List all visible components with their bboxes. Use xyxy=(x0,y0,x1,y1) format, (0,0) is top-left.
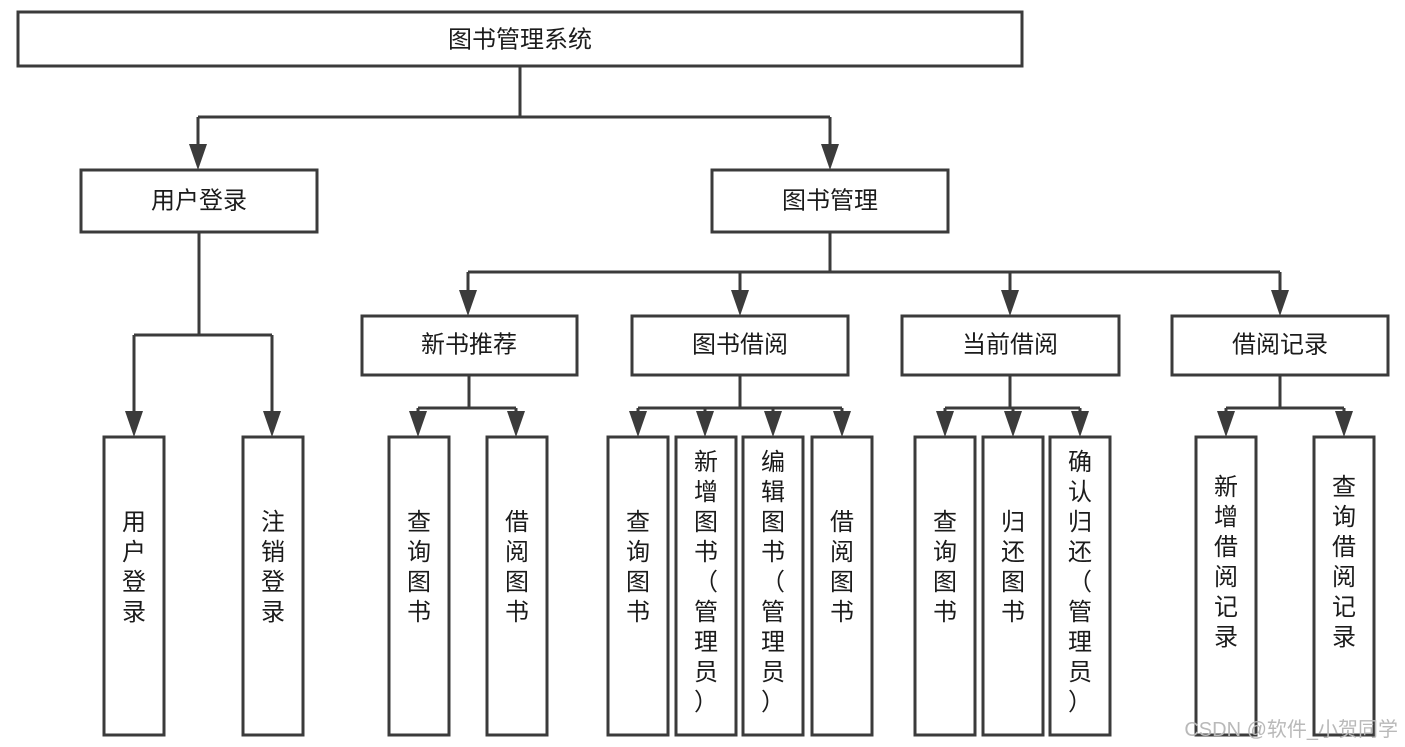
node-user-login[interactable]: 用户登录 xyxy=(79,168,319,234)
leaf-user-logout-label: 注销登录 xyxy=(261,509,285,626)
arrow-head-leaf-borrow-book-2 xyxy=(833,411,851,437)
arrow-head-current-borrow xyxy=(1001,290,1019,316)
leaf-borrow-book-2-label: 借阅图书 xyxy=(830,509,854,626)
leaf-add-record[interactable]: 新增借阅记录 xyxy=(1194,435,1258,737)
node-book-manage-label: 图书管理 xyxy=(782,187,878,214)
leaf-query-book-2-box[interactable] xyxy=(606,435,670,737)
leaf-add-record-box[interactable] xyxy=(1194,435,1258,737)
node-root[interactable]: 图书管理系统 xyxy=(16,10,1024,68)
watermark-label: CSDN @软件_小贺同学 xyxy=(1184,718,1398,741)
node-current-borrow[interactable]: 当前借阅 xyxy=(900,314,1121,377)
node-borrow-record[interactable]: 借阅记录 xyxy=(1170,314,1390,377)
arrow-head-leaf-user-logout xyxy=(263,411,281,437)
leaf-query-book-2[interactable]: 查询图书 xyxy=(606,435,670,737)
leaf-query-record-label: 查询借阅记录 xyxy=(1332,474,1356,651)
connector-layer xyxy=(125,66,1353,437)
leaf-borrow-book-2[interactable]: 借阅图书 xyxy=(810,435,874,737)
connector-book-borrow-trunk xyxy=(636,375,844,425)
leaf-borrow-book-1-label: 借阅图书 xyxy=(505,509,529,626)
arrow-head-leaf-edit-book xyxy=(764,411,782,437)
arrow-head-leaf-borrow-book-1 xyxy=(507,411,525,437)
arrow-head-book-manage xyxy=(821,144,839,170)
leaf-confirm-return-box[interactable] xyxy=(1048,435,1112,737)
arrow-head-user-login xyxy=(189,144,207,170)
node-borrow-record-box[interactable] xyxy=(1170,314,1390,377)
leaf-return-book-box[interactable] xyxy=(981,435,1045,737)
connector-book-manage-trunk xyxy=(466,232,1282,304)
connector-borrow-record-trunk xyxy=(1224,375,1346,425)
leaf-query-record-box[interactable] xyxy=(1312,435,1376,737)
leaf-query-book-1-label: 查询图书 xyxy=(407,509,431,626)
node-user-login-box[interactable] xyxy=(79,168,319,234)
leaf-user-logout-box[interactable] xyxy=(241,435,305,737)
leaf-return-book[interactable]: 归还图书 xyxy=(981,435,1045,737)
node-book-borrow-label: 图书借阅 xyxy=(692,331,788,358)
leaf-query-book-3-label: 查询图书 xyxy=(933,509,957,626)
node-root-label: 图书管理系统 xyxy=(448,26,592,53)
leaf-query-book-2-label: 查询图书 xyxy=(626,509,650,626)
node-new-book-rec[interactable]: 新书推荐 xyxy=(360,314,579,377)
leaf-add-book[interactable]: 新增图书（管理员） xyxy=(674,435,738,737)
arrow-head-leaf-query-book-3 xyxy=(936,411,954,437)
leaf-query-book-3-box[interactable] xyxy=(913,435,977,737)
node-root-box[interactable] xyxy=(16,10,1024,68)
leaf-edit-book-box[interactable] xyxy=(741,435,805,737)
arrow-head-new-book-rec xyxy=(459,290,477,316)
leaf-add-record-label: 新增借阅记录 xyxy=(1214,474,1238,651)
arrow-head-leaf-query-record xyxy=(1335,411,1353,437)
node-user-login-label: 用户登录 xyxy=(151,187,247,214)
node-book-manage-box[interactable] xyxy=(710,168,950,234)
connector-user-login-trunk xyxy=(132,232,274,425)
arrow-head-leaf-add-record xyxy=(1217,411,1235,437)
leaf-user-login[interactable]: 用户登录 xyxy=(102,435,166,737)
arrow-head-book-borrow xyxy=(731,290,749,316)
node-book-manage[interactable]: 图书管理 xyxy=(710,168,950,234)
node-new-book-rec-label: 新书推荐 xyxy=(421,331,517,358)
leaf-user-logout[interactable]: 注销登录 xyxy=(241,435,305,737)
node-new-book-rec-box[interactable] xyxy=(360,314,579,377)
node-book-borrow[interactable]: 图书借阅 xyxy=(630,314,850,377)
connector-new-book-rec-trunk xyxy=(416,375,518,425)
node-book-borrow-box[interactable] xyxy=(630,314,850,377)
leaf-edit-book-label: 编辑图书（管理员） xyxy=(761,449,785,716)
leaf-query-book-1[interactable]: 查询图书 xyxy=(387,435,451,737)
leaf-add-book-box[interactable] xyxy=(674,435,738,737)
arrow-head-leaf-user-login xyxy=(125,411,143,437)
arrow-head-borrow-record xyxy=(1271,290,1289,316)
leaf-query-book-1-box[interactable] xyxy=(387,435,451,737)
arrow-head-leaf-return-book xyxy=(1004,411,1022,437)
connector-root-trunk xyxy=(196,66,832,158)
leaf-borrow-book-1-box[interactable] xyxy=(485,435,549,737)
node-current-borrow-label: 当前借阅 xyxy=(962,331,1058,358)
leaf-confirm-return[interactable]: 确认归还（管理员） xyxy=(1048,435,1112,737)
leaf-edit-book[interactable]: 编辑图书（管理员） xyxy=(741,435,805,737)
leaf-add-book-label: 新增图书（管理员） xyxy=(694,449,718,716)
leaf-query-record[interactable]: 查询借阅记录 xyxy=(1312,435,1376,737)
leaf-query-book-3[interactable]: 查询图书 xyxy=(913,435,977,737)
node-borrow-record-label: 借阅记录 xyxy=(1232,331,1328,358)
leaf-borrow-book-1[interactable]: 借阅图书 xyxy=(485,435,549,737)
arrow-head-leaf-confirm-return xyxy=(1071,411,1089,437)
leaf-return-book-label: 归还图书 xyxy=(1001,509,1025,626)
leaf-user-login-label: 用户登录 xyxy=(122,509,146,626)
arrow-head-leaf-query-book-2 xyxy=(629,411,647,437)
arrow-head-leaf-query-book-1 xyxy=(409,411,427,437)
arrow-head-leaf-add-book xyxy=(696,411,714,437)
leaf-confirm-return-label: 确认归还（管理员） xyxy=(1068,449,1092,716)
leaf-borrow-book-2-box[interactable] xyxy=(810,435,874,737)
leaf-user-login-box[interactable] xyxy=(102,435,166,737)
node-current-borrow-box[interactable] xyxy=(900,314,1121,377)
